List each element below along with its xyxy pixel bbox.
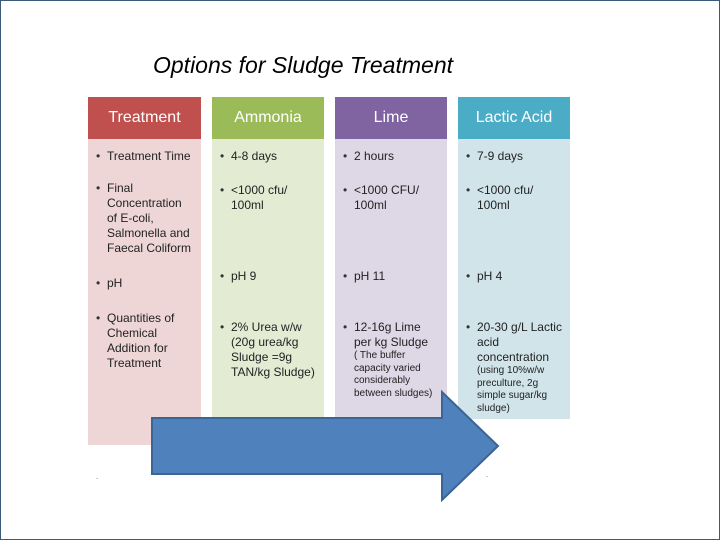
column-body: 7-9 days <1000 cfu/ 100ml pH 4 20-30 g/L…	[458, 139, 570, 419]
list-item: Final Concentration of E-coli, Salmonell…	[96, 181, 195, 256]
list-item: 7-9 days	[466, 149, 564, 164]
column-body: Treatment Time Final Concentration of E-…	[88, 139, 201, 445]
column-body: 4-8 days <1000 cfu/ 100ml pH 9 2% Urea w…	[212, 139, 324, 445]
column-header: Ammonia	[212, 97, 324, 139]
column-header: Lactic Acid	[458, 97, 570, 139]
list-item: 2% Urea w/w (20g urea/kg Sludge =9g TAN/…	[220, 320, 318, 380]
decor-dot: .	[96, 472, 99, 481]
list-item: 2 hours	[343, 149, 441, 164]
comparison-table: Treatment Treatment Time Final Concentra…	[88, 97, 570, 445]
decor-dot: .	[486, 470, 489, 479]
list-item: Quantities of Chemical Addition for Trea…	[96, 311, 195, 371]
list-item-text: 20-30 g/L Lactic acid concentration	[477, 320, 562, 364]
column-treatment: Treatment Treatment Time Final Concentra…	[88, 97, 201, 445]
column-lactic-acid: Lactic Acid 7-9 days <1000 cfu/ 100ml pH…	[458, 97, 570, 419]
list-item: pH 11	[343, 269, 441, 284]
list-item: 4-8 days	[220, 149, 318, 164]
list-item: <1000 cfu/ 100ml	[220, 183, 318, 213]
column-header: Treatment	[88, 97, 201, 139]
list-item: pH 4	[466, 269, 564, 284]
column-ammonia: Ammonia 4-8 days <1000 cfu/ 100ml pH 9 2…	[212, 97, 324, 445]
column-body: 2 hours <1000 CFU/ 100ml pH 11 12-16g Li…	[335, 139, 447, 445]
column-lime: Lime 2 hours <1000 CFU/ 100ml pH 11 12-1…	[335, 97, 447, 445]
list-item: <1000 CFU/ 100ml	[343, 183, 441, 213]
list-item-note: (using 10%w/w preculture, 2g simple suga…	[477, 365, 548, 414]
list-item-text: 12-16g Lime per kg Sludge	[354, 320, 429, 349]
right-arrow-icon	[151, 390, 500, 502]
list-item: pH	[96, 276, 195, 291]
list-item: 12-16g Lime per kg Sludge ( The buffer c…	[343, 320, 441, 400]
list-item: <1000 cfu/ 100ml	[466, 183, 564, 213]
column-header: Lime	[335, 97, 447, 139]
list-item: Treatment Time	[96, 149, 195, 164]
slide-title: Options for Sludge Treatment	[153, 52, 453, 78]
list-item: 20-30 g/L Lactic acid concentration (usi…	[466, 320, 564, 415]
list-item: pH 9	[220, 269, 318, 284]
list-item-note: ( The buffer capacity varied considerabl…	[354, 350, 433, 399]
